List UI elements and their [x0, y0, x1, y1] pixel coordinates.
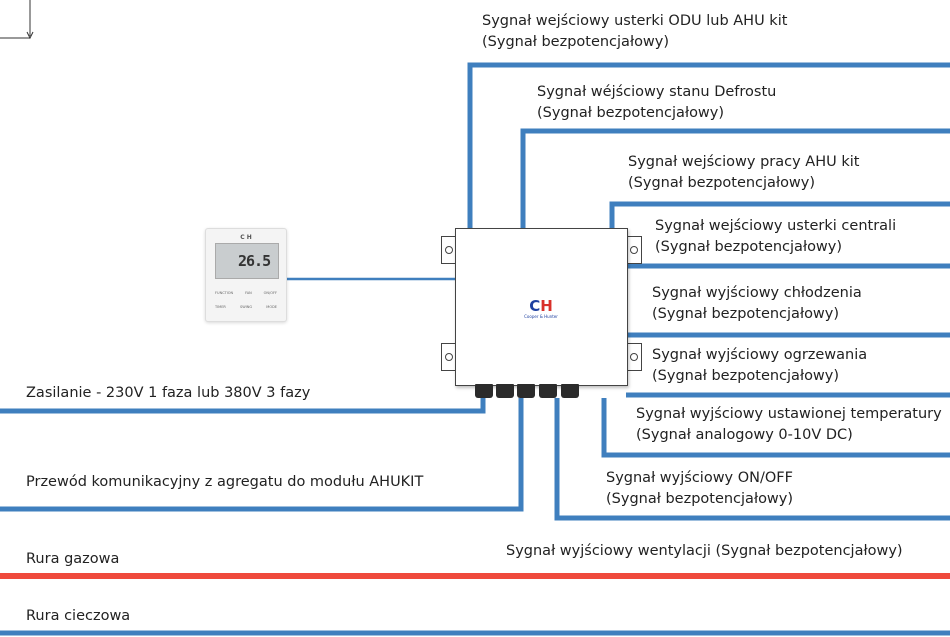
label-gas-pipe: Rura gazowa [26, 551, 120, 567]
thermostat-button-timer: TIMER [215, 305, 226, 309]
label-onoff: Sygnał wyjściowy ON/OFF (Sygnał bezpoten… [606, 468, 793, 510]
label-heating-line1: Sygnał wyjściowy ogrzewania [652, 347, 868, 363]
label-ahu-run-line2: (Sygnał bezpotencjałowy) [628, 175, 816, 191]
label-set-temp: Sygnał wyjściowy ustawionej temperatury … [636, 404, 942, 446]
thermostat-button-function: FUNCTION [215, 291, 234, 295]
cable-gland-2 [496, 384, 514, 398]
thermostat-brand: C H [240, 234, 252, 241]
thermostat-buttons-row2: TIMER SWING MODE [215, 305, 277, 309]
mounting-tab-top-right [626, 236, 642, 264]
label-odu-fault-line1: Sygnał wejściowy usterki ODU lub AHU kit [482, 13, 788, 29]
label-central-fault: Sygnał wejściowy usterki centrali (Sygna… [655, 216, 896, 258]
label-ahu-run-line1: Sygnał wejściowy pracy AHU kit [628, 154, 860, 170]
label-heating-line2: (Sygnał bezpotencjałowy) [652, 368, 840, 384]
label-heating: Sygnał wyjściowy ogrzewania (Sygnał bezp… [652, 345, 867, 387]
wire-defrost [520, 128, 950, 228]
label-odu-fault-line2: (Sygnał bezpotencjałowy) [482, 34, 670, 50]
thermostat-screen: 26.5 [215, 243, 279, 279]
label-defrost-line2: (Sygnał bezpotencjałowy) [537, 105, 725, 121]
cable-gland-1 [475, 384, 493, 398]
label-onoff-line1: Sygnał wyjściowy ON/OFF [606, 470, 793, 486]
mounting-tab-bottom-left [441, 343, 457, 371]
logo-letter-c: C [529, 297, 541, 315]
label-defrost-line1: Sygnał wéjściowy stanu Defrostu [537, 84, 777, 100]
thermostat-buttons-row1: FUNCTION FAN ON/OFF [215, 291, 277, 295]
label-set-temp-line2: (Sygnał analogowy 0-10V DC) [636, 427, 853, 443]
thermostat-button-swing: SWING [240, 305, 253, 309]
cable-gland-3 [517, 384, 535, 398]
label-liquid-pipe: Rura cieczowa [26, 608, 131, 624]
thermostat-button-onoff: ON/OFF [263, 291, 277, 295]
label-ventilation: Sygnał wyjściowy wentylacji (Sygnał bezp… [506, 543, 903, 559]
wire-odu-fault [467, 62, 950, 228]
label-defrost: Sygnał wéjściowy stanu Defrostu (Sygnał … [537, 82, 776, 124]
wire-power [0, 398, 486, 414]
ahu-kit-module: CH Cooper & Hunter [455, 228, 628, 386]
label-odu-fault: Sygnał wejściowy usterki ODU lub AHU kit… [482, 11, 787, 53]
wire-comm [0, 398, 524, 512]
label-set-temp-line1: Sygnał wyjściowy ustawionej temperatury [636, 406, 942, 422]
corner-arrow-icon [0, 0, 34, 40]
label-onoff-line2: (Sygnał bezpotencjałowy) [606, 491, 794, 507]
wire-onoff [554, 398, 950, 521]
label-central-fault-line2: (Sygnał bezpotencjałowy) [655, 239, 843, 255]
thermostat-button-mode: MODE [266, 305, 277, 309]
mounting-tab-bottom-right [626, 343, 642, 371]
thermostat-controller: C H 26.5 FUNCTION FAN ON/OFF TIMER SWING… [205, 228, 287, 322]
cooper-hunter-logo: CH Cooper & Hunter [516, 297, 566, 320]
label-power: Zasilanie - 230V 1 faza lub 380V 3 fazy [26, 385, 311, 401]
cable-gland-4 [539, 384, 557, 398]
label-cooling-line1: Sygnał wyjściowy chłodzenia [652, 285, 862, 301]
thermostat-temperature: 26.5 [238, 252, 271, 270]
thermostat-button-fan: FAN [245, 291, 252, 295]
wire-set-temp [601, 398, 950, 458]
label-central-fault-line1: Sygnał wejściowy usterki centrali [655, 218, 897, 234]
label-comm-cable: Przewód komunikacyjny z agregatu do modu… [26, 474, 424, 490]
cable-gland-5 [561, 384, 579, 398]
logo-letter-h: H [540, 297, 553, 315]
wire-ahu-run [609, 201, 950, 228]
label-cooling-line2: (Sygnał bezpotencjałowy) [652, 306, 840, 322]
label-cooling: Sygnał wyjściowy chłodzenia (Sygnał bezp… [652, 283, 862, 325]
logo-subtitle: Cooper & Hunter [524, 314, 558, 319]
label-ahu-run: Sygnał wejściowy pracy AHU kit (Sygnał b… [628, 152, 859, 194]
